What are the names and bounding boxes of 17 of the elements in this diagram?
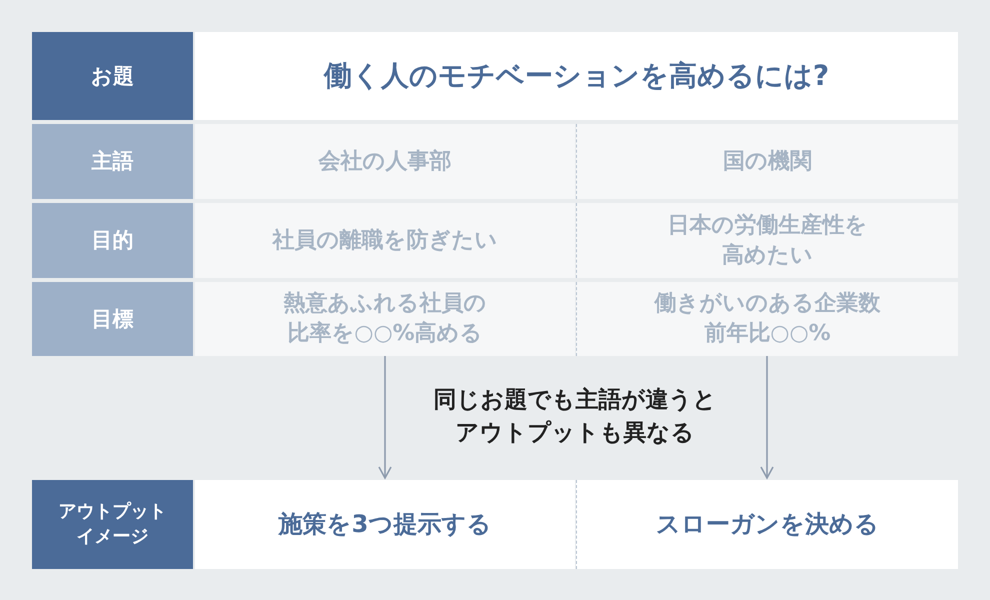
table-cell: 国の機関: [576, 124, 958, 199]
note-text: 同じお題でも主語が違うとアウトプットも異なる: [432, 386, 718, 448]
table-cell: 熱意あふれる社員の比率を○○%高める: [195, 282, 575, 356]
header-cell: お題: [32, 32, 193, 120]
arrow: [378, 356, 392, 479]
table-cell: 日本の労働生産性を高めたい: [576, 203, 958, 278]
table-cell: スローガンを決める: [576, 480, 958, 569]
title-cell: 働く人のモチベーションを高めるには?: [195, 32, 958, 120]
header-cell: 主語: [32, 124, 193, 199]
table-cell: 施策を3つ提示する: [195, 480, 575, 569]
header-cell: 目的: [32, 203, 193, 278]
table-cell: 働きがいのある企業数前年比○○%: [576, 282, 958, 356]
header-cell: 目標: [32, 282, 193, 356]
table-cell: 社員の離職を防ぎたい: [195, 203, 575, 278]
arrow: [760, 356, 774, 479]
table-cell: 会社の人事部: [195, 124, 575, 199]
header-cell: アウトプットイメージ: [32, 480, 193, 569]
